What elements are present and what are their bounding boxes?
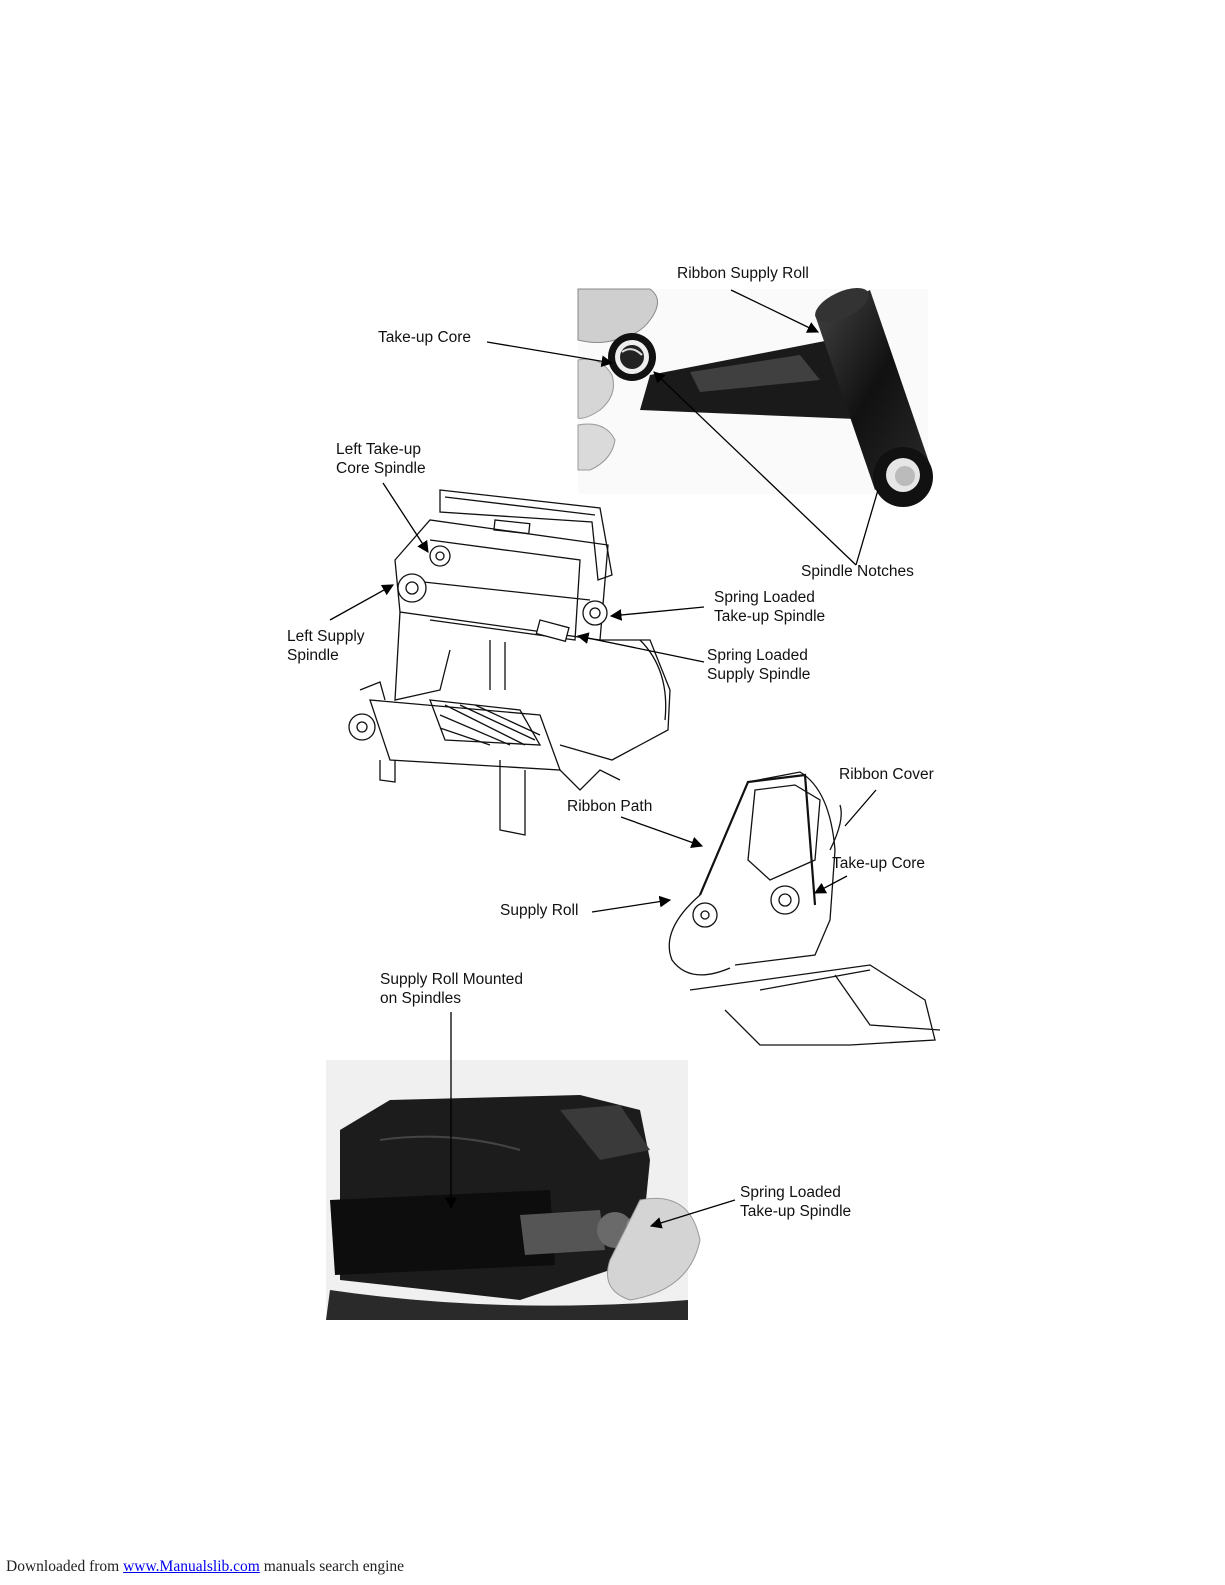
label-spindle-notches: Spindle Notches — [801, 563, 914, 580]
label-spring-loaded-take-up-spindle-bottom: Spring Loaded Take-up Spindle — [740, 1184, 852, 1220]
label-ribbon-cover: Ribbon Cover — [839, 766, 934, 783]
label-spring-loaded-take-up-spindle: Spring Loaded Take-up Spindle — [714, 589, 826, 625]
footer-prefix: Downloaded from — [6, 1558, 120, 1575]
footer-suffix: manuals search engine — [263, 1558, 405, 1575]
label-spring-loaded-supply-spindle: Spring Loaded Supply Spindle — [707, 647, 811, 683]
label-take-up-core-side: Take-up Core — [832, 855, 926, 872]
ribbon-path-drawing — [668, 771, 941, 1046]
label-supply-roll-mounted: Supply Roll Mounted on Spindles — [380, 971, 524, 1007]
label-left-supply-spindle: Left Supply Spindle — [287, 628, 365, 664]
label-take-up-core-top: Take-up Core — [378, 329, 472, 346]
ribbon-roll-photo — [577, 287, 933, 507]
label-ribbon-supply-roll: Ribbon Supply Roll — [677, 265, 809, 282]
leader-arrows — [329, 289, 879, 1229]
supply-roll-mounted-photo — [326, 1060, 701, 1320]
label-left-take-up-core-spindle: Left Take-up Core Spindle — [336, 441, 426, 477]
printer-mechanism-drawing — [348, 489, 671, 836]
manualslib-link[interactable]: www.Manualslib.com — [123, 1558, 260, 1575]
label-ribbon-path: Ribbon Path — [567, 798, 653, 815]
download-footer: Downloaded from www.Manualslib.com manua… — [6, 1558, 404, 1576]
label-supply-roll: Supply Roll — [500, 902, 579, 919]
